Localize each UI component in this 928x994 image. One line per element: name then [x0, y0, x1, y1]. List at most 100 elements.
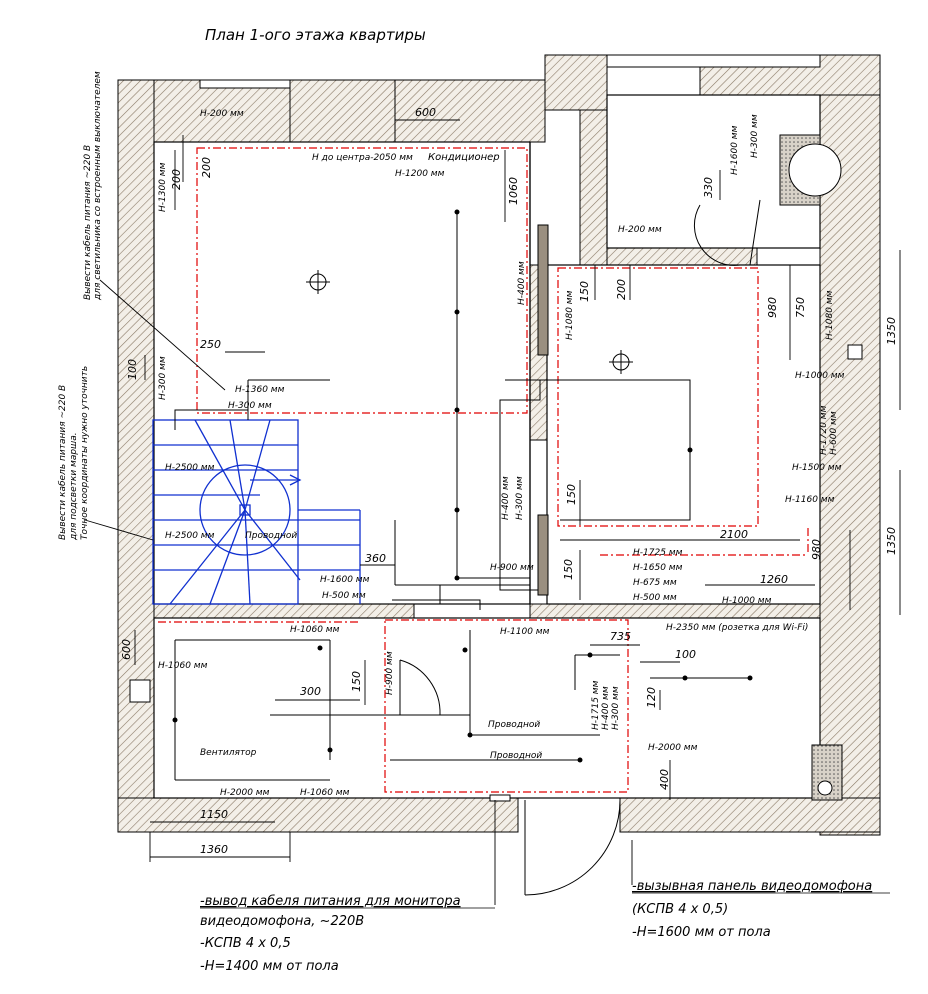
- label-hcenter: H до центра-2050 мм: [312, 153, 413, 163]
- note-cable-1a: Вывести кабель питания ~220 В: [83, 145, 93, 300]
- staircase: [152, 419, 361, 605]
- door-swings: [399, 199, 761, 896]
- dim-400: 400: [658, 769, 671, 790]
- leader-lines: [84, 279, 633, 905]
- window-top: [606, 54, 821, 68]
- dim-600: 600: [415, 106, 436, 119]
- label-h200-top: H-200 мм: [200, 109, 244, 119]
- label-h200-kit: H-200 мм: [618, 225, 662, 235]
- label-h1060a: H-1060 мм: [290, 625, 340, 635]
- dim-1150: 1150: [200, 808, 228, 821]
- label-h400b: H-400 мм: [501, 476, 511, 520]
- label-h1720: H-1720 мм: [819, 405, 829, 455]
- label-h1060b: H-1060 мм: [158, 661, 208, 671]
- label-h2500b: H-2500 мм: [165, 531, 215, 541]
- dimension-values: 600 1060 200 200 330 150 200 250 100 980…: [120, 106, 898, 856]
- plan-title: План 1-ого этажа квартиры: [205, 26, 426, 44]
- note-left-2: видеодомофона, ~220В: [200, 914, 364, 929]
- label-h500b: H-500 мм: [322, 591, 366, 601]
- dim-1350b: 1350: [885, 527, 898, 555]
- window-left: [199, 79, 291, 89]
- dim-600b: 600: [120, 639, 133, 660]
- dim-250: 250: [200, 338, 221, 351]
- room-fills: [155, 95, 820, 797]
- note-right-1: -вызывная панель видеодомофона: [632, 879, 872, 894]
- label-h1060c: H-1060 мм: [300, 788, 350, 798]
- dim-2100: 2100: [720, 528, 748, 541]
- dim-120: 120: [645, 687, 658, 708]
- note-cable-2a: Вывести кабель питания ~220 В: [58, 385, 68, 540]
- label-h1000-r: H-1000 мм: [795, 371, 845, 381]
- dim-1260: 1260: [760, 573, 788, 586]
- ceiling-light-icon: [306, 270, 633, 374]
- dim-980b: 980: [810, 539, 823, 560]
- dim-1360: 1360: [200, 843, 228, 856]
- red-dashed-outlines: [158, 147, 809, 793]
- label-h300c: H-300 мм: [611, 686, 621, 730]
- dim-100b: 100: [675, 648, 696, 661]
- label-h1650: H-1650 мм: [633, 563, 683, 573]
- label-h1360: H-1360 мм: [235, 385, 285, 395]
- label-h2350: H-2350 мм (розетка для Wi-Fi): [666, 623, 808, 633]
- label-provodnoi2: Проводной: [488, 720, 540, 730]
- dim-200a: 200: [200, 157, 213, 178]
- vent-shaft-circle: [788, 143, 842, 197]
- label-h1600-kit: H-1600 мм: [730, 125, 740, 175]
- label-h300-kit: H-300 мм: [750, 114, 760, 158]
- label-provodnoi3: Проводной: [490, 751, 542, 761]
- label-h1725: H-1725 мм: [633, 548, 683, 558]
- label-h1600b: H-1600 мм: [320, 575, 370, 585]
- dim-750: 750: [794, 297, 807, 318]
- label-h1200: H-1200 мм: [395, 169, 445, 179]
- plan-labels: H-200 мм H до центра-2050 мм Кондиционер…: [158, 109, 845, 798]
- drain-circle: [817, 780, 833, 796]
- label-h300: H-300 мм: [228, 401, 272, 411]
- note-right-2: (КСПВ 4 х 0,5): [632, 902, 728, 917]
- rotated-notes: Вывести кабель питания ~220 В для светил…: [58, 71, 103, 541]
- dim-150b: 150: [565, 484, 578, 505]
- label-h2000b: H-2000 мм: [220, 788, 270, 798]
- monitor-outlet: [489, 794, 511, 802]
- dim-360: 360: [365, 552, 386, 565]
- note-cable-2c: Точное координаты нужно уточнить: [80, 366, 90, 540]
- dim-980a: 980: [766, 297, 779, 318]
- note-right-3: -H=1600 мм от пола: [632, 925, 771, 940]
- label-h2000a: H-2000 мм: [648, 743, 698, 753]
- dimension-lines: [134, 119, 901, 862]
- label-h2500a: H-2500 мм: [165, 463, 215, 473]
- note-cable-2b: для подсветки марша.: [69, 432, 79, 541]
- label-h300b: H-300 мм: [515, 476, 525, 520]
- label-h1160-r: H-1160 мм: [785, 495, 835, 505]
- label-h600-r: H-600 мм: [829, 411, 839, 455]
- note-left-4: -H=1400 мм от пола: [200, 959, 339, 974]
- riser-top: [537, 224, 549, 356]
- label-h900b: H-900 мм: [385, 651, 395, 695]
- note-left-1: -вывод кабеля питания для монитора: [200, 894, 461, 909]
- walls: [117, 54, 881, 836]
- label-h300-left: H-300 мм: [158, 356, 168, 400]
- label-h900: H-900 мм: [490, 563, 534, 573]
- label-h1080-v: H-1080 мм: [565, 290, 575, 340]
- label-h400c: H-400 мм: [601, 686, 611, 730]
- bottom-notes: -вывод кабеля питания для монитора видео…: [200, 879, 872, 974]
- label-ventilator: Вентилятор: [200, 748, 257, 758]
- dim-200b: 200: [170, 169, 183, 190]
- box-right: [847, 344, 863, 360]
- wall-lines: [153, 94, 821, 799]
- label-h1000b: H-1000 мм: [722, 596, 772, 606]
- dim-100a: 100: [126, 359, 139, 380]
- rotated-labels: H-1300 мм H-1600 мм H-300 мм H-400 мм H-…: [158, 114, 839, 730]
- note-cable-1b: для светильника со встроенным выключател…: [93, 71, 103, 301]
- box-left: [129, 679, 151, 703]
- dim-300: 300: [300, 685, 321, 698]
- dim-330: 330: [702, 177, 715, 198]
- dim-200c: 200: [615, 279, 628, 300]
- label-provodnoi: Проводной: [245, 531, 297, 541]
- dim-150d: 150: [350, 671, 363, 692]
- label-h1100: H-1100 мм: [500, 627, 550, 637]
- label-conditioner: Кондиционер: [428, 152, 500, 163]
- dim-150a: 150: [578, 281, 591, 302]
- label-h1500-r: H-1500 мм: [792, 463, 842, 473]
- label-h675: H-675 мм: [633, 578, 677, 588]
